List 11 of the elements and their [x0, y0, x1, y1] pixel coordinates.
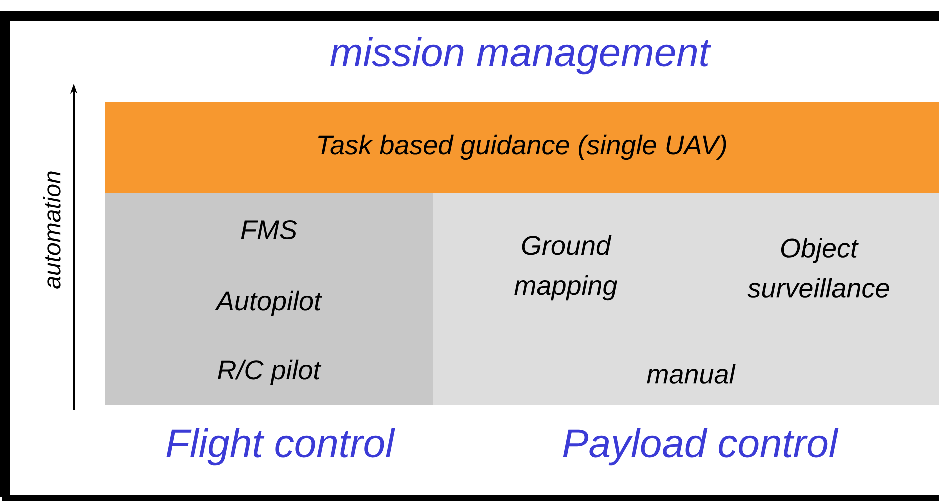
guidance-band: Task based guidance (single UAV): [105, 102, 939, 193]
flight-control-cell: FMS: [105, 193, 433, 267]
node-label: FMS: [241, 220, 298, 240]
flight-control-cell: Autopilot: [105, 267, 433, 340]
node-label: R/C pilot: [218, 360, 322, 386]
node-label: Autopilot: [215, 290, 322, 316]
title: mission management: [330, 37, 712, 75]
axis-label: automation: [43, 172, 61, 289]
column-label: Flight control: [166, 428, 396, 466]
payload-panel: Ground mapping Object surveillance manual: [433, 193, 939, 405]
flight-control-cell: R/C pilot: [105, 340, 433, 405]
